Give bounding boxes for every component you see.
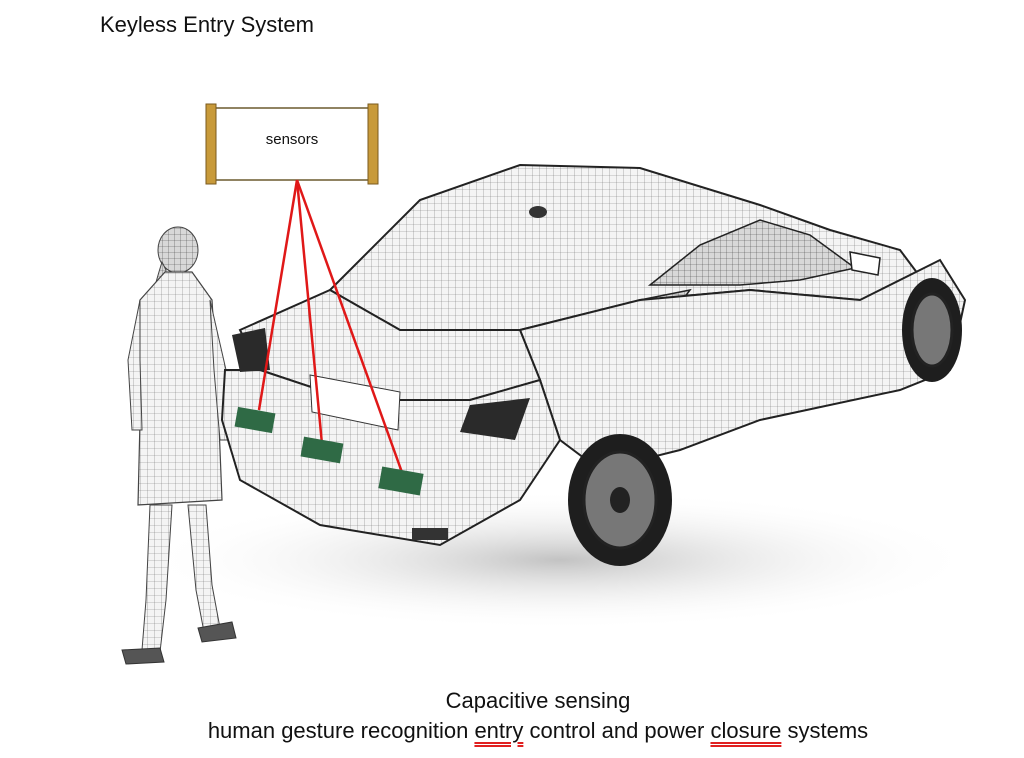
- sensor-pad-center: [300, 436, 344, 464]
- caption-text-c: control and power: [523, 718, 711, 743]
- car-wireframe: [220, 163, 967, 566]
- caption-text-entry: entry: [474, 718, 524, 743]
- sensor-pad-right: [378, 466, 424, 496]
- sensor-box: [205, 103, 379, 185]
- caption-text-e: systems: [781, 718, 869, 743]
- sensor-pad-left: [234, 406, 276, 434]
- sensor-pads: [234, 406, 424, 496]
- sensor-box-label: sensors: [265, 131, 319, 148]
- caption-text-closure: closure: [710, 718, 782, 743]
- woman-figure: [121, 226, 237, 665]
- caption-line-2: human gesture recognition entry control …: [26, 718, 1024, 744]
- sensor-connectors: [257, 179, 406, 479]
- caption-line-1: Capacitive sensing: [445, 688, 631, 713]
- caption-text-a: human gesture recognition: [207, 718, 475, 743]
- car-shadow: [140, 490, 980, 630]
- diagram-title: Keyless Entry System: [100, 12, 314, 37]
